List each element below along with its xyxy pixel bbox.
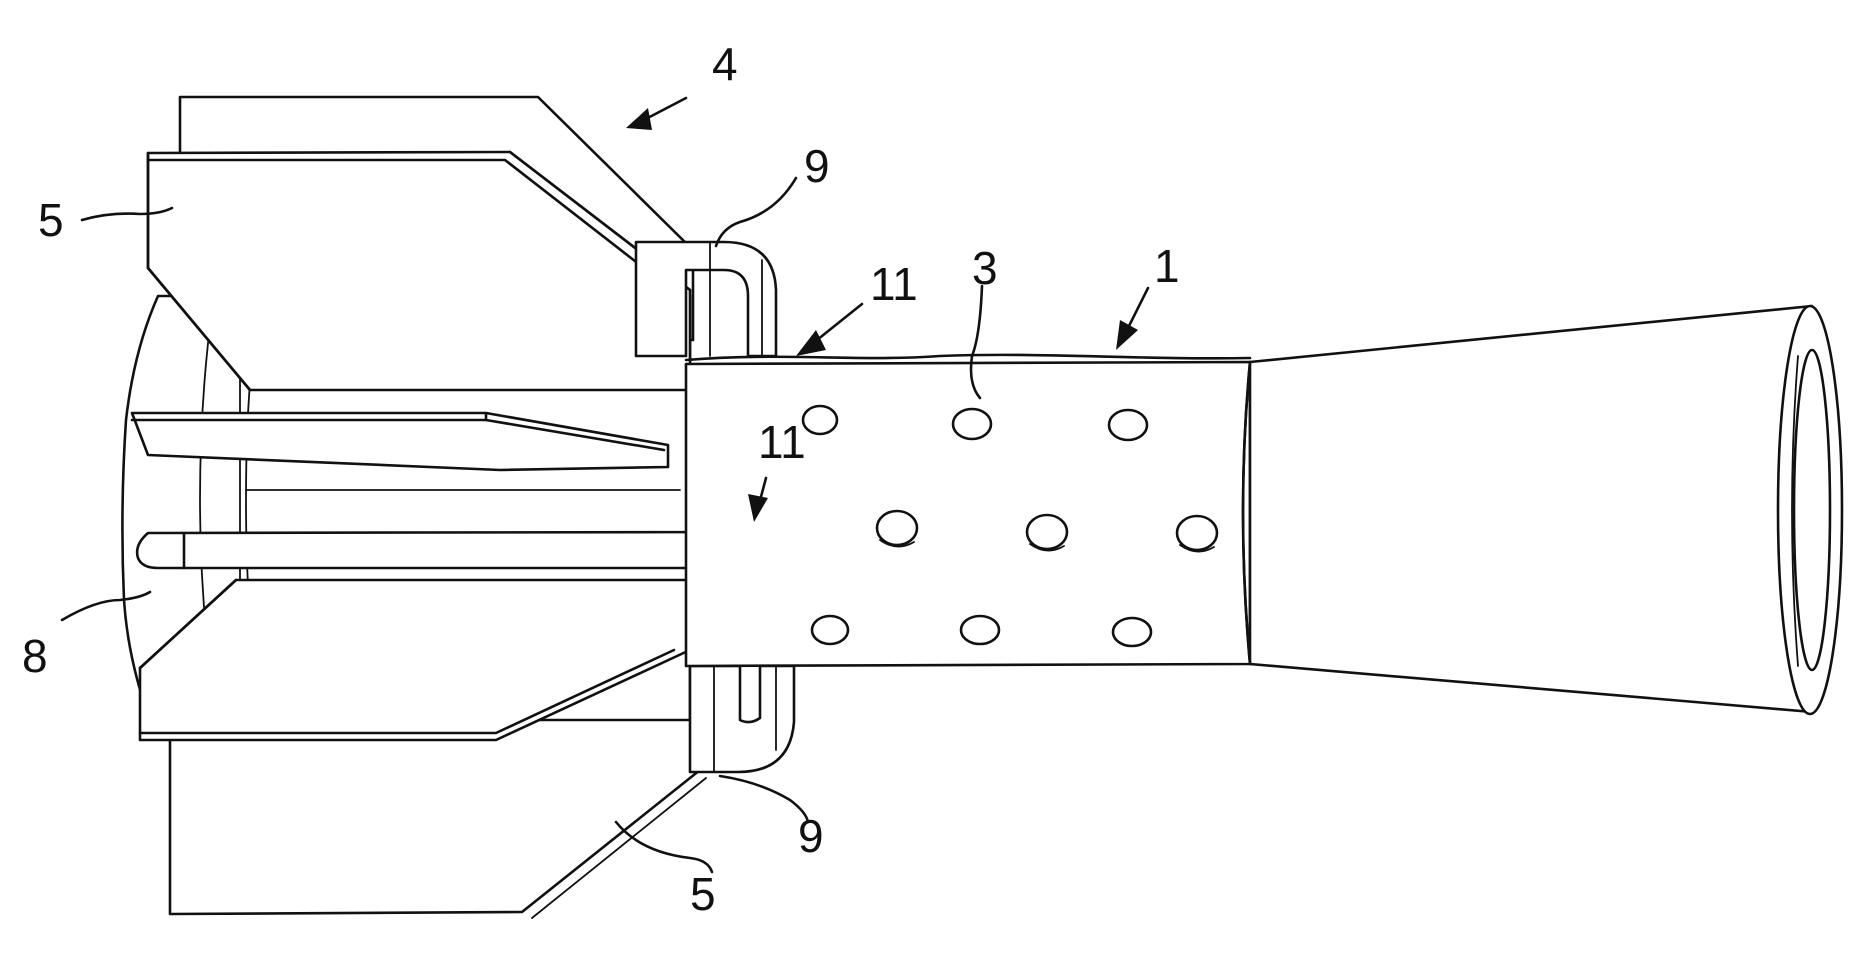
label-8: 8 — [22, 630, 48, 682]
label-5-lower: 5 — [690, 868, 716, 920]
label-4: 4 — [712, 38, 738, 90]
label-5-upper: 5 — [38, 194, 64, 246]
label-3: 3 — [972, 242, 998, 294]
lower-tab — [690, 666, 794, 772]
upper-tab — [636, 242, 776, 356]
arrow-icon — [626, 108, 652, 130]
nozzle-rim — [1778, 306, 1842, 714]
label-9-lower: 9 — [798, 810, 824, 862]
arrow-icon — [1116, 320, 1138, 350]
label-1: 1 — [1154, 240, 1180, 292]
arrow-icon — [796, 330, 826, 356]
label-11-upper: 11 — [870, 258, 918, 310]
tube — [686, 306, 1842, 714]
label-9-upper: 9 — [804, 140, 830, 192]
label-11-middle: 11 — [758, 416, 806, 468]
nozzle — [1250, 306, 1812, 712]
fin-assembly — [122, 97, 764, 918]
